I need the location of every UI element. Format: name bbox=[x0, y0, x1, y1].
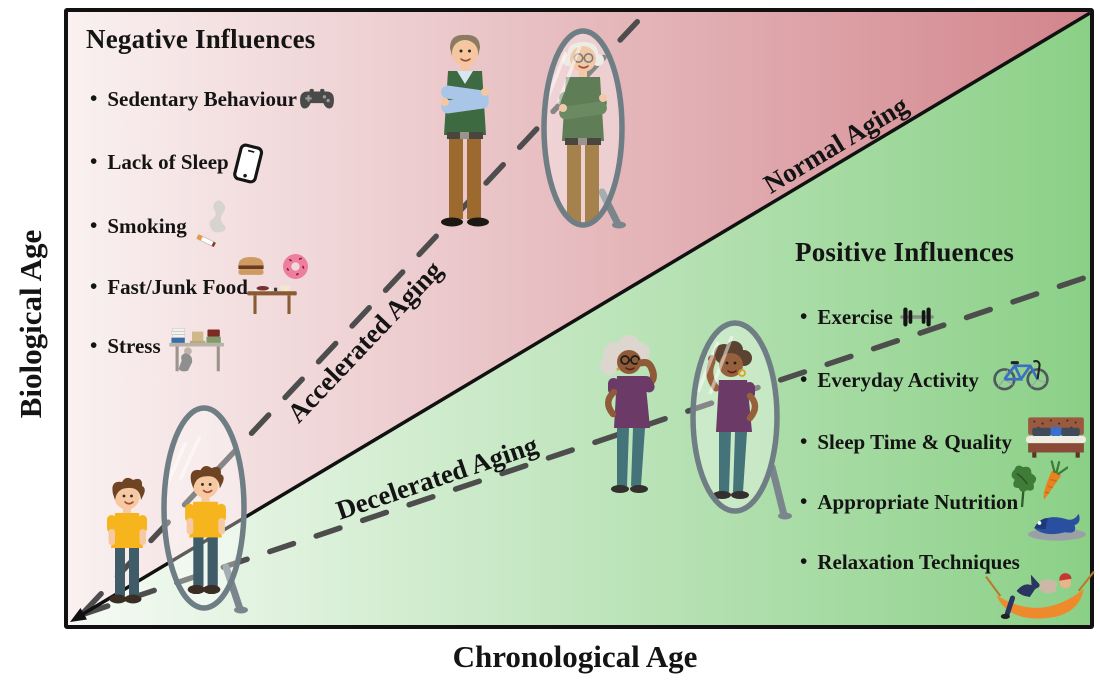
boy-and-mirror bbox=[106, 405, 248, 614]
diagram-scene bbox=[68, 12, 1090, 625]
meal-table-icon bbox=[247, 285, 297, 314]
negative-item-label: Sedentary Behaviour bbox=[107, 87, 297, 111]
negative-item-row: • Sedentary Behaviour bbox=[90, 87, 297, 112]
origin-arrowhead-icon bbox=[70, 608, 87, 622]
positive-item-row: • Sleep Time & Quality bbox=[800, 430, 1012, 455]
positive-item-row: • Appropriate Nutrition bbox=[800, 490, 1018, 515]
normal-aging-line bbox=[77, 12, 1090, 619]
fish-dish-icon bbox=[1028, 513, 1086, 541]
negative-item-label: Fast/Junk Food bbox=[107, 275, 248, 299]
negative-item-label: Stress bbox=[107, 334, 161, 358]
bicycle-icon bbox=[993, 360, 1049, 391]
positive-item-row: • Relaxation Techniques bbox=[800, 550, 1020, 575]
y-axis-label: Biological Age bbox=[13, 229, 48, 419]
middle-aged-man-figure bbox=[441, 34, 489, 227]
hammock-icon bbox=[985, 570, 1095, 620]
cluttered-desk-icon bbox=[169, 328, 224, 372]
negative-item-row: • Lack of Sleep bbox=[90, 150, 229, 175]
bullet-glyph: • bbox=[90, 149, 98, 173]
woman-and-mirror bbox=[600, 320, 792, 520]
kale-icon bbox=[1011, 465, 1037, 508]
negative-item-row: • Fast/Junk Food bbox=[90, 275, 248, 300]
negative-item-row: • Smoking bbox=[90, 214, 187, 239]
gamepad-icon bbox=[300, 88, 334, 109]
bullet-glyph: • bbox=[800, 367, 808, 391]
negative-influences-title: Negative Influences bbox=[86, 24, 316, 54]
accelerated-aging-line bbox=[81, 12, 651, 615]
positive-item-label: Relaxation Techniques bbox=[817, 550, 1020, 574]
bullet-glyph: • bbox=[800, 549, 808, 573]
bullet-glyph: • bbox=[800, 429, 808, 453]
x-axis-label: Chronological Age bbox=[452, 639, 698, 674]
decelerated-aging-line bbox=[81, 273, 1090, 617]
bullet-glyph: • bbox=[90, 333, 98, 357]
mirror-frame bbox=[161, 405, 247, 611]
negative-item-label: Lack of Sleep bbox=[107, 150, 229, 174]
carrot-icon bbox=[1043, 460, 1068, 500]
bed-icon bbox=[1026, 417, 1086, 458]
bullet-glyph: • bbox=[90, 213, 98, 237]
mirror-frame bbox=[690, 320, 780, 514]
man-and-mirror bbox=[441, 28, 626, 229]
bullet-glyph: • bbox=[800, 304, 808, 328]
negative-item-label: Smoking bbox=[107, 214, 187, 238]
dumbbell-icon bbox=[900, 307, 934, 327]
positive-item-row: • Exercise bbox=[800, 305, 893, 330]
positive-item-label: Appropriate Nutrition bbox=[817, 490, 1019, 514]
bullet-glyph: • bbox=[90, 274, 98, 298]
bullet-glyph: • bbox=[800, 489, 808, 513]
positive-influences-title: Positive Influences bbox=[795, 237, 1015, 267]
bullet-glyph: • bbox=[90, 86, 98, 110]
positive-item-label: Exercise bbox=[817, 305, 893, 329]
negative-item-row: • Stress bbox=[90, 334, 161, 359]
cigarette-smoke-icon bbox=[196, 200, 226, 248]
smartphone-icon bbox=[233, 143, 264, 184]
positive-item-label: Sleep Time & Quality bbox=[817, 430, 1013, 454]
burger-icon bbox=[238, 257, 264, 275]
donut-icon bbox=[283, 254, 308, 279]
mirror-frame bbox=[541, 28, 625, 228]
older-woman-figure bbox=[600, 335, 657, 493]
positive-item-row: • Everyday Activity bbox=[800, 368, 979, 393]
positive-item-label: Everyday Activity bbox=[817, 368, 979, 392]
